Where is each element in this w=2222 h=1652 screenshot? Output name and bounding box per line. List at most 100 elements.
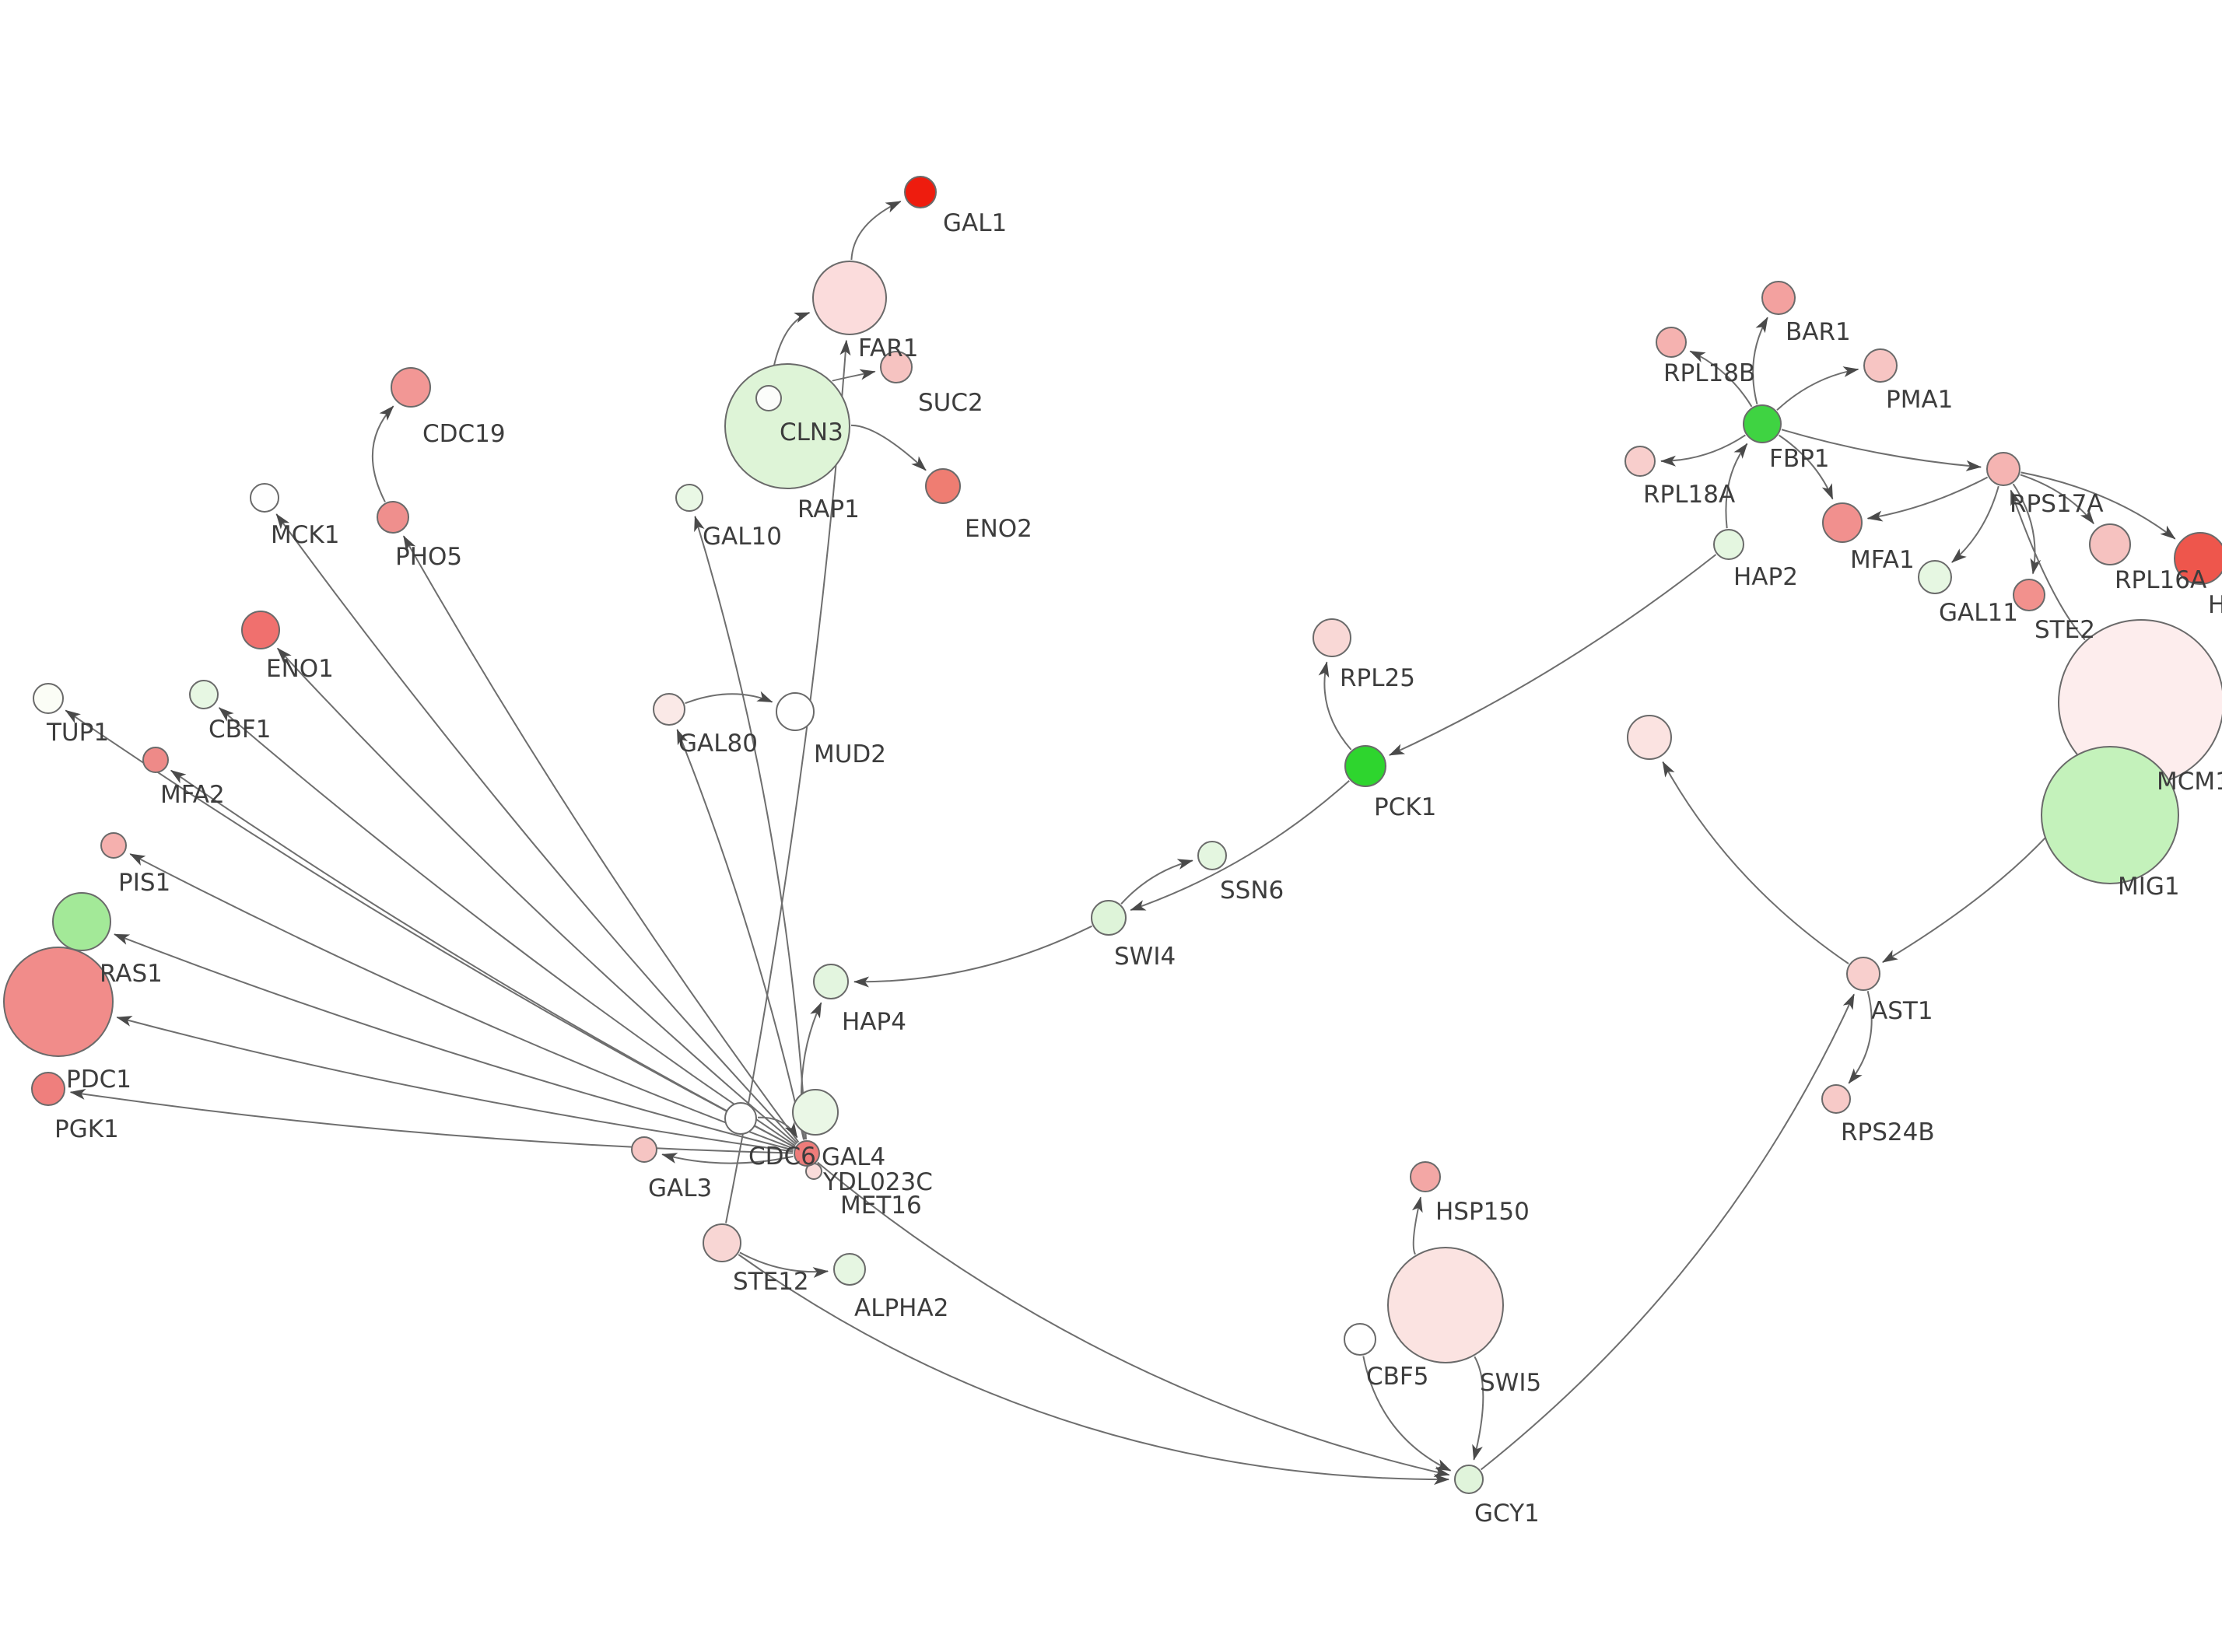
node-FAR1[interactable] (812, 261, 887, 335)
edge-RAP1-SUC2[interactable] (832, 369, 876, 382)
node-ALPHA2[interactable] (833, 1253, 866, 1286)
edge-FAR1-GAL1[interactable] (850, 200, 902, 261)
node-GAL1[interactable] (904, 176, 937, 208)
node-HSP150[interactable] (1410, 1161, 1441, 1192)
node-CBF1[interactable] (189, 680, 219, 709)
node-ENO2[interactable] (925, 468, 961, 504)
edge-GAL80-MUD2[interactable] (685, 691, 773, 705)
edge-STE12-FAR1[interactable] (725, 339, 851, 1223)
edge-HAP2-PCK1[interactable] (1388, 554, 1717, 756)
node-HIS4[interactable] (2174, 532, 2222, 585)
node-BAR1[interactable] (1761, 281, 1796, 315)
node-HAP2[interactable] (1713, 529, 1744, 560)
node-SWI4[interactable] (1091, 900, 1127, 936)
node-FBP1[interactable] (1743, 404, 1782, 443)
edge-FBP1-RPL18A[interactable] (1660, 434, 1746, 467)
node-STE12[interactable] (703, 1223, 741, 1262)
edge-GAL4-MCK1[interactable] (275, 513, 798, 1144)
node-RPL25[interactable] (1313, 618, 1351, 657)
node-label-ALPHA2: ALPHA2 (854, 1294, 948, 1322)
node-RPL16A[interactable] (2089, 523, 2131, 565)
node-RPL18B[interactable] (1656, 327, 1687, 358)
node-PDC1[interactable] (3, 947, 114, 1057)
node-label-HSP150: HSP150 (1435, 1198, 1530, 1226)
edge-GAL4-TUP1[interactable] (65, 709, 795, 1148)
edge-PCK1-SWI4[interactable] (1130, 779, 1350, 912)
edge-SWI5-HSP150[interactable] (1411, 1196, 1423, 1255)
node-RPL18A[interactable] (1624, 446, 1656, 477)
edge-STE12-GCY1[interactable] (738, 1254, 1449, 1486)
edge-FBP1-RPS17A[interactable] (1781, 429, 1982, 471)
edge-FBP1-RPL18B[interactable] (1689, 350, 1753, 408)
edge-SWI4-SSN6[interactable] (1120, 859, 1193, 905)
node-label-ENO1: ENO1 (266, 655, 334, 683)
edge-FBP1-PMA1[interactable] (1776, 366, 1859, 411)
edge-GAL4-PIS1[interactable] (129, 853, 794, 1150)
edge-FBP1-BAR1[interactable] (1752, 317, 1768, 405)
edge-GAL4-MFA2[interactable] (170, 769, 795, 1148)
edge-HAP2-FBP1[interactable] (1725, 443, 1748, 529)
edge-GAL4-ENO1[interactable] (276, 647, 797, 1146)
node-SUC2[interactable] (880, 351, 913, 383)
node-GAL4[interactable] (794, 1140, 820, 1167)
node-TUP1[interactable] (33, 683, 64, 714)
node-unlabeled[interactable] (1627, 715, 1672, 760)
node-GAL10[interactable] (675, 484, 703, 512)
edge-GAL4-GCY1[interactable] (817, 1161, 1450, 1477)
node-CDC6[interactable] (724, 1102, 757, 1135)
node-RPS24B[interactable] (1821, 1084, 1851, 1114)
node-PCK1[interactable] (1344, 745, 1386, 787)
node-CLN3[interactable] (755, 385, 782, 411)
edge-MCM1-RPS17A[interactable] (2010, 489, 2086, 641)
node-GAL3[interactable] (631, 1136, 657, 1163)
node-MFA1[interactable] (1822, 502, 1863, 543)
node-PMA1[interactable] (1863, 348, 1898, 383)
edge-RPS17A-GAL11[interactable] (1951, 485, 1999, 563)
node-STE2[interactable] (2013, 579, 2045, 611)
node-RPS17A[interactable] (1986, 452, 2020, 486)
node-RAS1[interactable] (52, 892, 111, 951)
edge-CDC6-GAL4[interactable] (757, 1116, 798, 1139)
edge-AST1-RPS24B[interactable] (1848, 991, 1873, 1084)
edge-GCY1-AST1[interactable] (1480, 993, 1855, 1471)
node-PIS1[interactable] (100, 832, 127, 859)
edge-STE12-ALPHA2[interactable] (739, 1251, 829, 1279)
node-MET16[interactable] (792, 1089, 839, 1136)
edge-PCK1-RPL25[interactable] (1318, 661, 1352, 751)
node-SSN6[interactable] (1197, 841, 1227, 870)
edge-SWI4-HAP4[interactable] (853, 925, 1092, 988)
node-CDC19[interactable] (391, 367, 431, 408)
node-HAP4[interactable] (813, 964, 849, 999)
edge-CBF5-GCY1[interactable] (1362, 1356, 1452, 1472)
node-MUD2[interactable] (776, 692, 815, 731)
node-GCY1[interactable] (1454, 1465, 1484, 1494)
node-CBF5[interactable] (1344, 1323, 1376, 1356)
edge-FBP1-MFA1[interactable] (1778, 434, 1834, 500)
edge-RPS17A-RPL16A[interactable] (2020, 474, 2094, 524)
node-GAL11[interactable] (1918, 560, 1952, 594)
node-SWI5[interactable] (1387, 1247, 1504, 1363)
node-PHO5[interactable] (377, 501, 409, 534)
node-AST1[interactable] (1846, 957, 1880, 991)
edge-RAP1-ENO2[interactable] (850, 424, 927, 471)
node-label-BAR1: BAR1 (1786, 318, 1851, 346)
edge-RPS17A-MFA1[interactable] (1866, 476, 1989, 522)
node-MCK1[interactable] (250, 483, 279, 513)
edge-GAL4-GAL80[interactable] (676, 729, 805, 1140)
node-GAL80[interactable] (653, 693, 685, 726)
edge-GAL4-RAS1[interactable] (114, 933, 794, 1151)
edge-GAL4-GAL10[interactable] (694, 515, 807, 1140)
edge-GAL4-PDC1[interactable] (116, 1016, 794, 1153)
edge-RPS17A-HIS4[interactable] (2020, 471, 2176, 540)
edge-GAL4-GAL3[interactable] (661, 1153, 794, 1164)
edge-GAL4-CBF1[interactable] (218, 707, 796, 1146)
node-MIG1[interactable] (2041, 746, 2179, 884)
edge-SWI5-GCY1[interactable] (1472, 1356, 1484, 1461)
edge-AST1-NODE_A[interactable] (1662, 761, 1849, 964)
node-PGK1[interactable] (31, 1072, 65, 1106)
node-MFA2[interactable] (142, 747, 169, 773)
node-ENO1[interactable] (241, 611, 280, 649)
edge-PHO5-CDC19[interactable] (371, 405, 394, 502)
edge-GAL4-PHO5[interactable] (402, 535, 800, 1143)
edge-GAL4-PGK1[interactable] (69, 1089, 794, 1154)
